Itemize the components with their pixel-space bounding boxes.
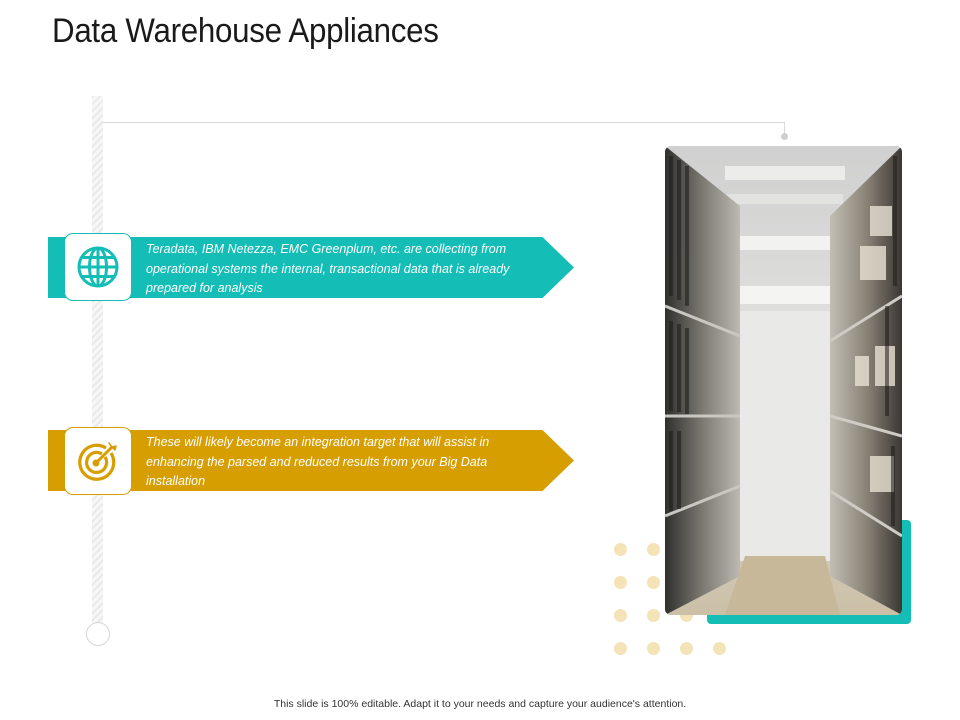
- item-icon-box-1: [64, 233, 132, 301]
- timeline-connector-tick: [784, 122, 785, 134]
- timeline-connector-dot: [781, 133, 788, 140]
- dot: [647, 609, 660, 622]
- target-arrow-icon: [78, 442, 117, 481]
- item-banner-1: [48, 237, 574, 298]
- globe-icon: [77, 246, 119, 288]
- warehouse-shelves-photo: [665, 146, 902, 615]
- dot: [713, 642, 726, 655]
- timeline-vertical-rail: [92, 96, 103, 626]
- footer-note: This slide is 100% editable. Adapt it to…: [273, 698, 687, 710]
- timeline-end-circle: [86, 622, 110, 646]
- item-banner-2: [48, 430, 574, 491]
- item-icon-box-2: [64, 427, 132, 495]
- dot: [614, 543, 627, 556]
- dot: [680, 642, 693, 655]
- item-text-1: Teradata, IBM Netezza, EMC Greenplum, et…: [146, 242, 510, 295]
- slide-title: Data Warehouse Appliances: [52, 12, 439, 50]
- dot: [614, 609, 627, 622]
- timeline-horizontal-rail: [103, 122, 785, 123]
- dot: [647, 543, 660, 556]
- dot: [614, 642, 627, 655]
- dot: [614, 576, 627, 589]
- dot: [647, 576, 660, 589]
- item-text-2: These will likely become an integration …: [146, 435, 490, 488]
- dot: [647, 642, 660, 655]
- warehouse-illustration: [665, 146, 902, 615]
